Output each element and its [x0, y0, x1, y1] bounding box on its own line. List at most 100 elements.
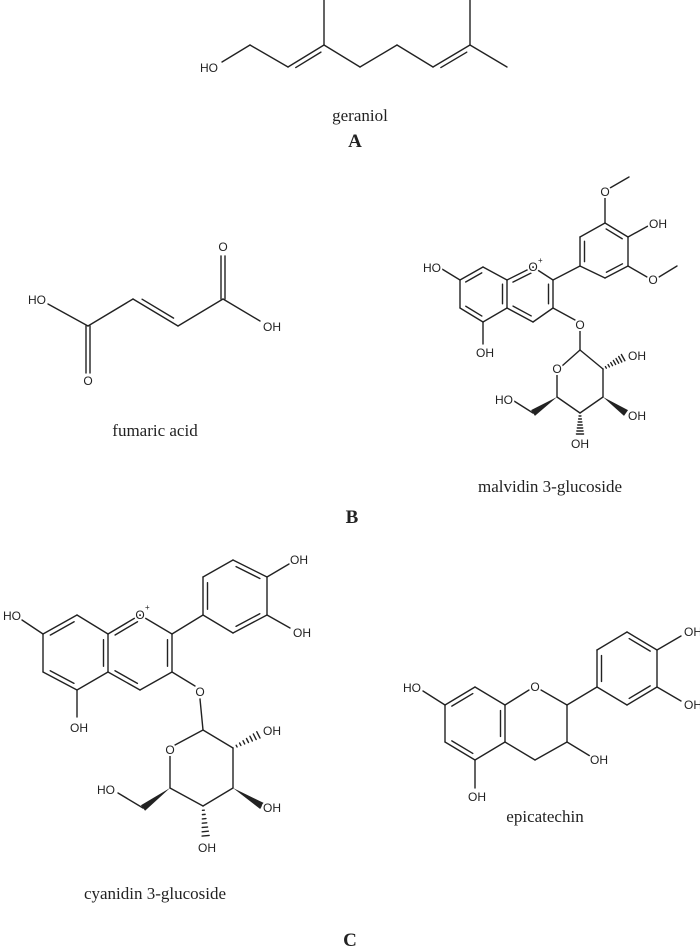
atom-label: O [575, 318, 584, 332]
bond [656, 635, 682, 651]
bond [235, 744, 238, 748]
molecule-name-cyanidin: cyanidin 3-glucoside [84, 884, 226, 903]
bond [626, 686, 658, 706]
atom-label: OH [198, 841, 216, 855]
bond [202, 729, 234, 749]
atom-label: OH [571, 437, 589, 451]
bond [506, 307, 534, 323]
bond [451, 692, 474, 707]
bond [579, 349, 604, 370]
bond [232, 559, 268, 578]
atom-label: OH [263, 801, 281, 815]
bond [566, 741, 591, 757]
bond [422, 690, 446, 706]
bond [474, 686, 506, 706]
atom-label: O [600, 185, 609, 199]
bond [579, 396, 604, 414]
bond [469, 44, 508, 68]
atom-label: HO [28, 293, 46, 307]
atom-label: HO [495, 393, 513, 407]
bond [540, 689, 568, 706]
bond [295, 51, 322, 69]
bond [169, 787, 204, 807]
bond-layer [21, 0, 682, 837]
malvidin-3-glucoside-structure: HO OH O + O OH O O O OH OH OH HO malvidi… [346, 183, 669, 528]
atom-label: O [648, 273, 657, 287]
atom-label: OH [70, 721, 88, 735]
bond [620, 353, 626, 362]
bond [249, 735, 254, 742]
bond [201, 830, 210, 833]
bond [199, 698, 204, 731]
bond [139, 614, 173, 635]
panel-label-a: A [348, 131, 362, 152]
bond [604, 222, 629, 238]
bond [504, 689, 530, 706]
bond [252, 733, 257, 741]
atom-label: OH [684, 625, 700, 639]
bond [139, 671, 173, 691]
bond [114, 670, 139, 685]
bond [444, 686, 476, 706]
bond [141, 298, 175, 319]
cyanidin-3-glucoside-structure: HO OH O + OH OH O O OH OH OH HO cyanidin… [1, 551, 357, 949]
bond [221, 44, 251, 63]
bond [440, 51, 468, 69]
bond [609, 176, 630, 189]
bond [49, 670, 75, 685]
fumaric-acid-structure: HO O O OH fumaric acid [26, 238, 283, 440]
atom-label: OH [476, 346, 494, 360]
atom-label: OH [649, 217, 667, 231]
bond [474, 741, 506, 761]
bond [76, 671, 109, 691]
bond [201, 834, 210, 837]
atom-label: O [83, 374, 92, 388]
bond [42, 671, 78, 691]
atom-label: OH [293, 626, 311, 640]
atom-label: HO [200, 61, 218, 75]
bond [506, 266, 534, 281]
bond [607, 363, 611, 368]
bond [256, 731, 261, 739]
bond [444, 741, 476, 761]
bond [266, 563, 290, 578]
atom-label: O [135, 608, 144, 622]
bond [579, 222, 606, 238]
atom-label: HO [3, 609, 21, 623]
charge-label: + [538, 256, 543, 265]
bond [107, 671, 141, 691]
bond [287, 44, 325, 68]
bond [512, 305, 532, 317]
bond [235, 565, 261, 580]
bond [615, 357, 620, 364]
bond [235, 613, 261, 628]
molecule-name-epicatechin: epicatechin [506, 807, 584, 826]
bond [534, 741, 568, 761]
bond [202, 787, 234, 807]
bond [432, 44, 471, 68]
bond [202, 559, 234, 578]
atom-label: O [552, 362, 561, 376]
epicatechin-structure: HO OH O OH OH OH epicatechin [401, 623, 700, 826]
bond [482, 307, 508, 323]
bond [117, 792, 144, 809]
bond [107, 614, 141, 635]
bond [47, 303, 89, 327]
bond [171, 671, 196, 687]
bond [618, 355, 623, 363]
bond [177, 298, 224, 327]
atom-label: O [530, 680, 539, 694]
bond [561, 349, 581, 367]
bond [627, 225, 649, 238]
atom-label: OH [263, 724, 281, 738]
bond [245, 737, 250, 744]
bond [596, 686, 628, 706]
bond [532, 266, 554, 281]
bond [504, 741, 536, 761]
atom-label: O [528, 260, 537, 274]
panel-label-b: B [346, 507, 359, 528]
bond [202, 614, 234, 634]
bond [232, 614, 268, 634]
